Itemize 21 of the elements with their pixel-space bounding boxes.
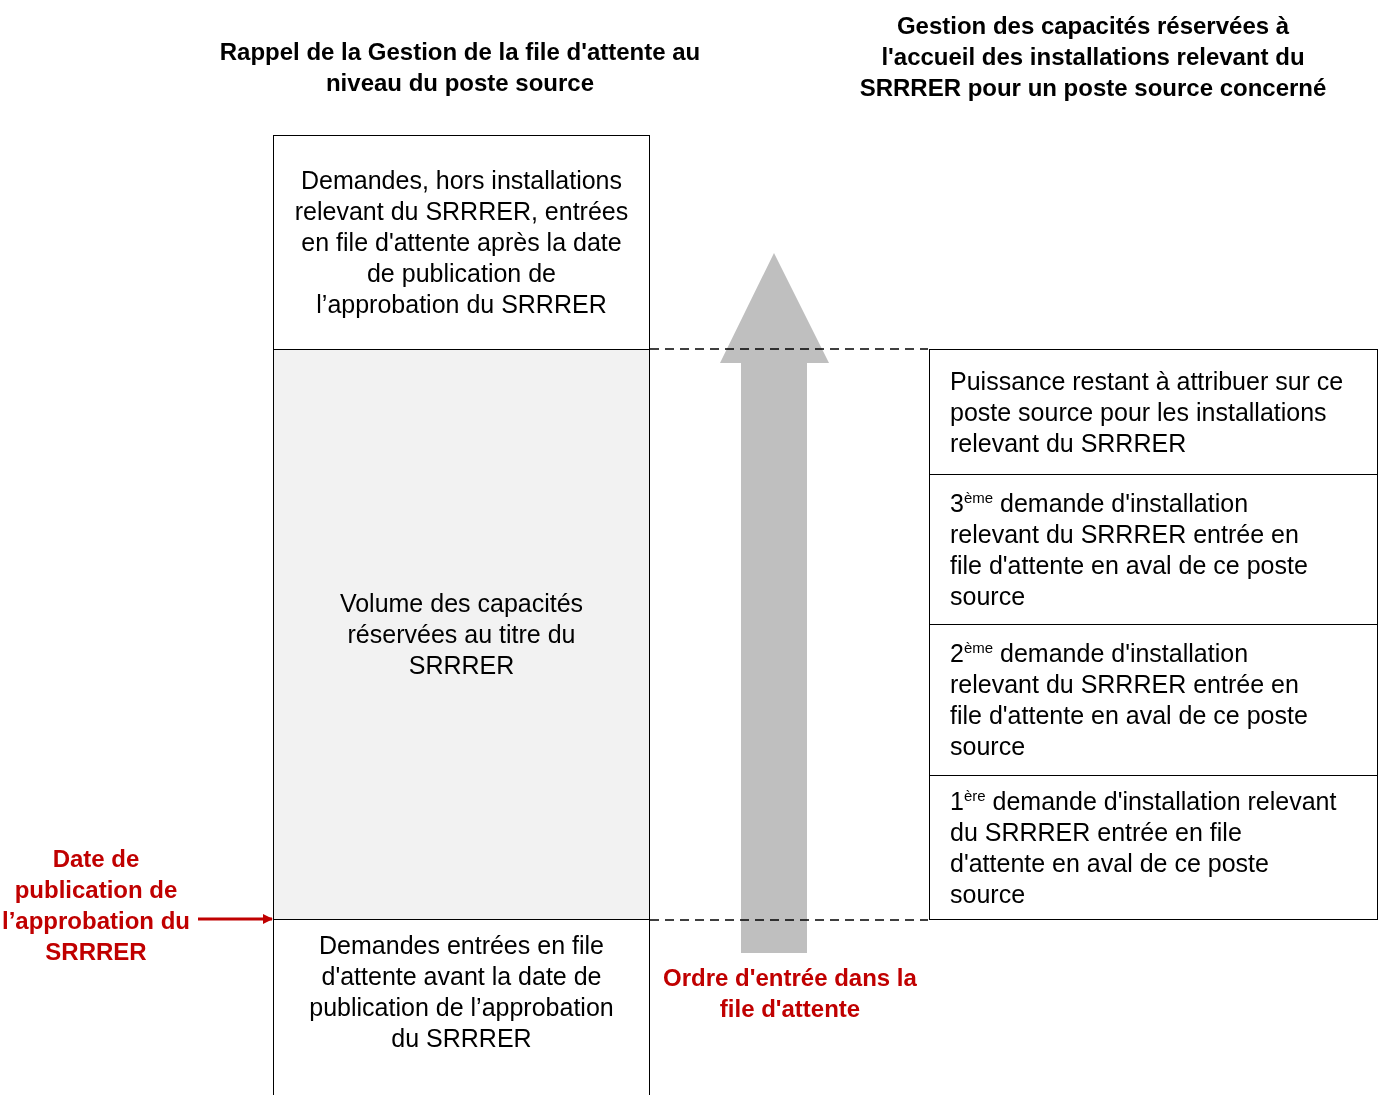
queue-block bbox=[273, 135, 650, 350]
callout-label: Date de publication de l’approbation du SRRRER bbox=[2, 844, 190, 967]
request-block bbox=[929, 474, 1378, 625]
heading: Gestion des capacités réservées à l'accueil des installations relevant du SRRRER pour un poste source concerné bbox=[858, 11, 1328, 103]
request-block bbox=[929, 624, 1378, 776]
reserved-capacity-block bbox=[273, 349, 650, 920]
block-text: 1$^{ère}$ demande d'installation relevant du SRRRER entrée en file d'attente en aval de ce poste source bbox=[950, 785, 1337, 910]
block-text: Demandes entrées en file d'attente avant la date de publication de l’approbation du SRRRER bbox=[308, 930, 615, 1054]
capacity-block bbox=[929, 349, 1378, 475]
heading: Rappel de la Gestion de la file d'attente au niveau du poste source bbox=[218, 37, 702, 98]
arrow-caption: Ordre d'entrée dans la file d'attente bbox=[662, 963, 918, 1024]
block-text: 3$^{ème}$ demande d'installation relevant du SRRRER entrée en file d'attente en aval de ce poste source bbox=[950, 487, 1309, 612]
block-text: Puissance restant à attribuer sur ce poste source pour les installations relevant du SRRRER bbox=[950, 365, 1345, 459]
dashed-connector-line bbox=[649, 919, 929, 921]
block-text: Volume des capacités réservées au titre du SRRRER bbox=[338, 588, 585, 681]
queue-block bbox=[273, 919, 650, 1095]
dashed-connector-line bbox=[649, 348, 929, 350]
request-block bbox=[929, 775, 1378, 920]
block-text: Demandes, hors installations relevant du SRRRER, entrées en file d'attente après la date de publication de l’approbation du SRRRER bbox=[294, 165, 629, 320]
arrow bbox=[198, 914, 273, 924]
block-text: 2$^{ème}$ demande d'installation relevant du SRRRER entrée en file d'attente en aval de ce poste source bbox=[950, 638, 1309, 762]
